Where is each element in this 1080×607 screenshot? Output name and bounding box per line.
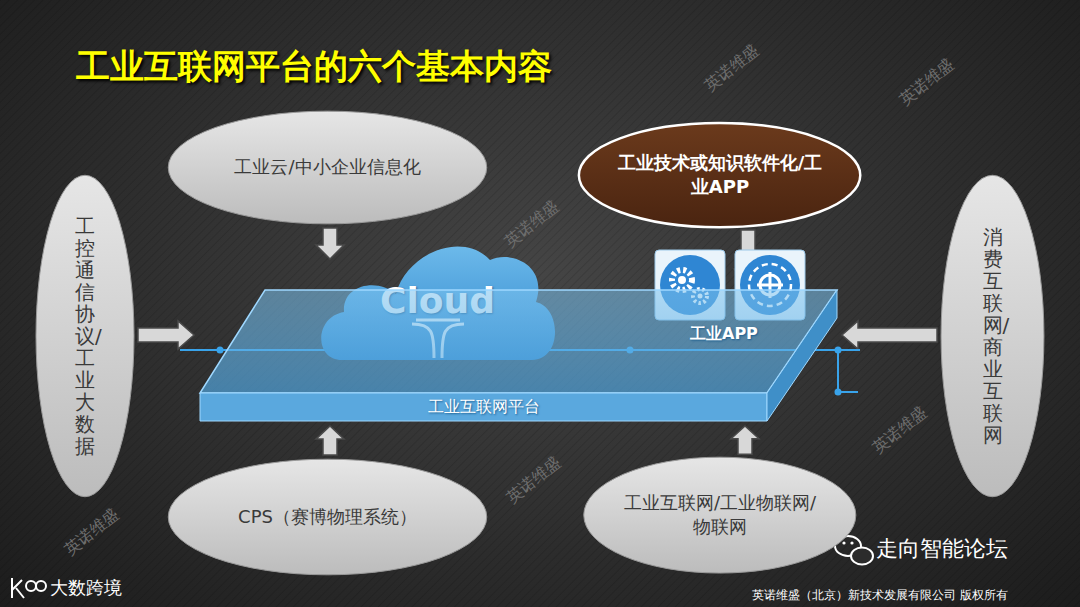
copyright-note: 英诺维盛（北京）新技术发展有限公司 版权所有	[752, 587, 1008, 604]
block-arrow	[734, 230, 762, 285]
diagram-title: 工业互联网平台的六个基本内容	[76, 44, 552, 90]
platform-label: 工业互联网平台	[200, 393, 767, 421]
node-label: 工控通信协议/工业大数据	[75, 215, 95, 457]
ellipse-outline	[941, 175, 1044, 496]
ellipse-node: CPS（赛博物理系统）	[165, 458, 490, 576]
block-arrow	[731, 426, 759, 454]
slab-side	[767, 290, 837, 421]
ellipse-node: 工业云/中小企业信息化	[165, 110, 490, 225]
slab-top	[200, 290, 837, 393]
block-arrow	[842, 321, 937, 349]
icon-caption: 工业APP	[690, 324, 758, 345]
ellipse-outline	[168, 111, 487, 224]
account-name: 走向智能论坛	[876, 534, 1008, 564]
ellipse-outline	[36, 175, 134, 496]
ellipse-node: 工控通信协议/工业大数据	[35, 172, 135, 500]
platform-slab: 工业互联网平台	[197, 288, 839, 423]
node-shape	[576, 122, 863, 228]
node-label: 工业云/中小企业信息化	[198, 155, 458, 179]
ellipse-outline	[579, 123, 860, 227]
node-label: 工业互联网/工业物联网/物联网	[615, 491, 825, 540]
block-arrow	[138, 321, 194, 349]
node-label: CPS（赛博物理系统）	[198, 505, 458, 529]
slab-front	[200, 393, 767, 421]
node-label: 消费互联网/商业互联网	[983, 226, 1003, 446]
ellipse-outline	[584, 458, 856, 574]
block-arrow	[316, 426, 344, 455]
ellipse-node: 消费互联网/商业互联网	[940, 172, 1045, 500]
node-label: 工业技术或知识软件化/工业APP	[617, 151, 822, 200]
brand-logo	[12, 578, 46, 598]
brand-name: 大数跨境	[50, 576, 122, 600]
node-shape	[581, 456, 859, 574]
ellipse-outline	[168, 459, 487, 575]
ellipse-node: 工业互联网/工业物联网/物联网	[581, 456, 859, 574]
block-arrow	[316, 228, 344, 259]
ellipse-node: 工业技术或知识软件化/工业APP	[576, 122, 863, 228]
